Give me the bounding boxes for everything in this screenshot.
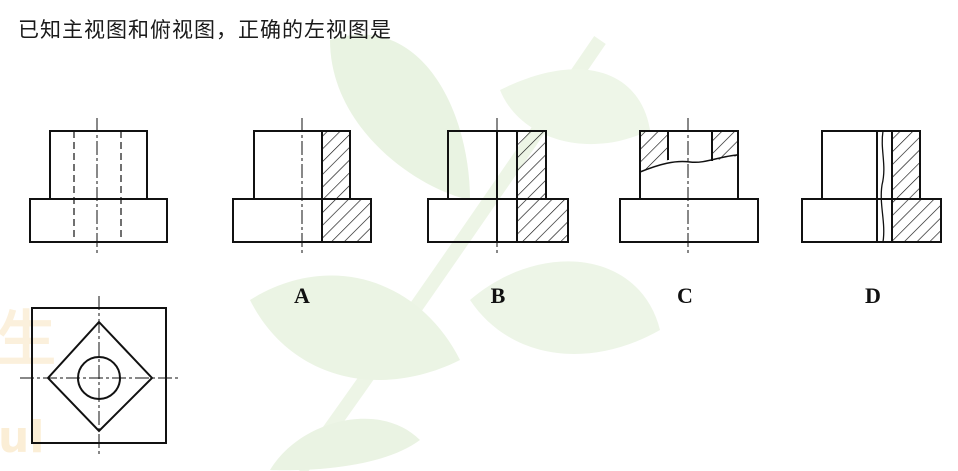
option-d-view	[801, 130, 942, 243]
option-label-a[interactable]: A	[294, 283, 310, 308]
svg-text:生: 生	[0, 305, 56, 375]
svg-text:ul: ul	[0, 412, 44, 463]
option-label-c[interactable]: C	[677, 283, 693, 308]
option-c-view	[619, 118, 759, 254]
question-text: 已知主视图和俯视图，正确的左视图是	[18, 18, 392, 42]
front-view	[29, 118, 168, 254]
option-label-d[interactable]: D	[865, 283, 881, 308]
top-view	[20, 296, 180, 455]
option-label-b[interactable]: B	[490, 283, 506, 308]
option-b-view	[427, 118, 569, 254]
option-a-view	[232, 118, 372, 254]
